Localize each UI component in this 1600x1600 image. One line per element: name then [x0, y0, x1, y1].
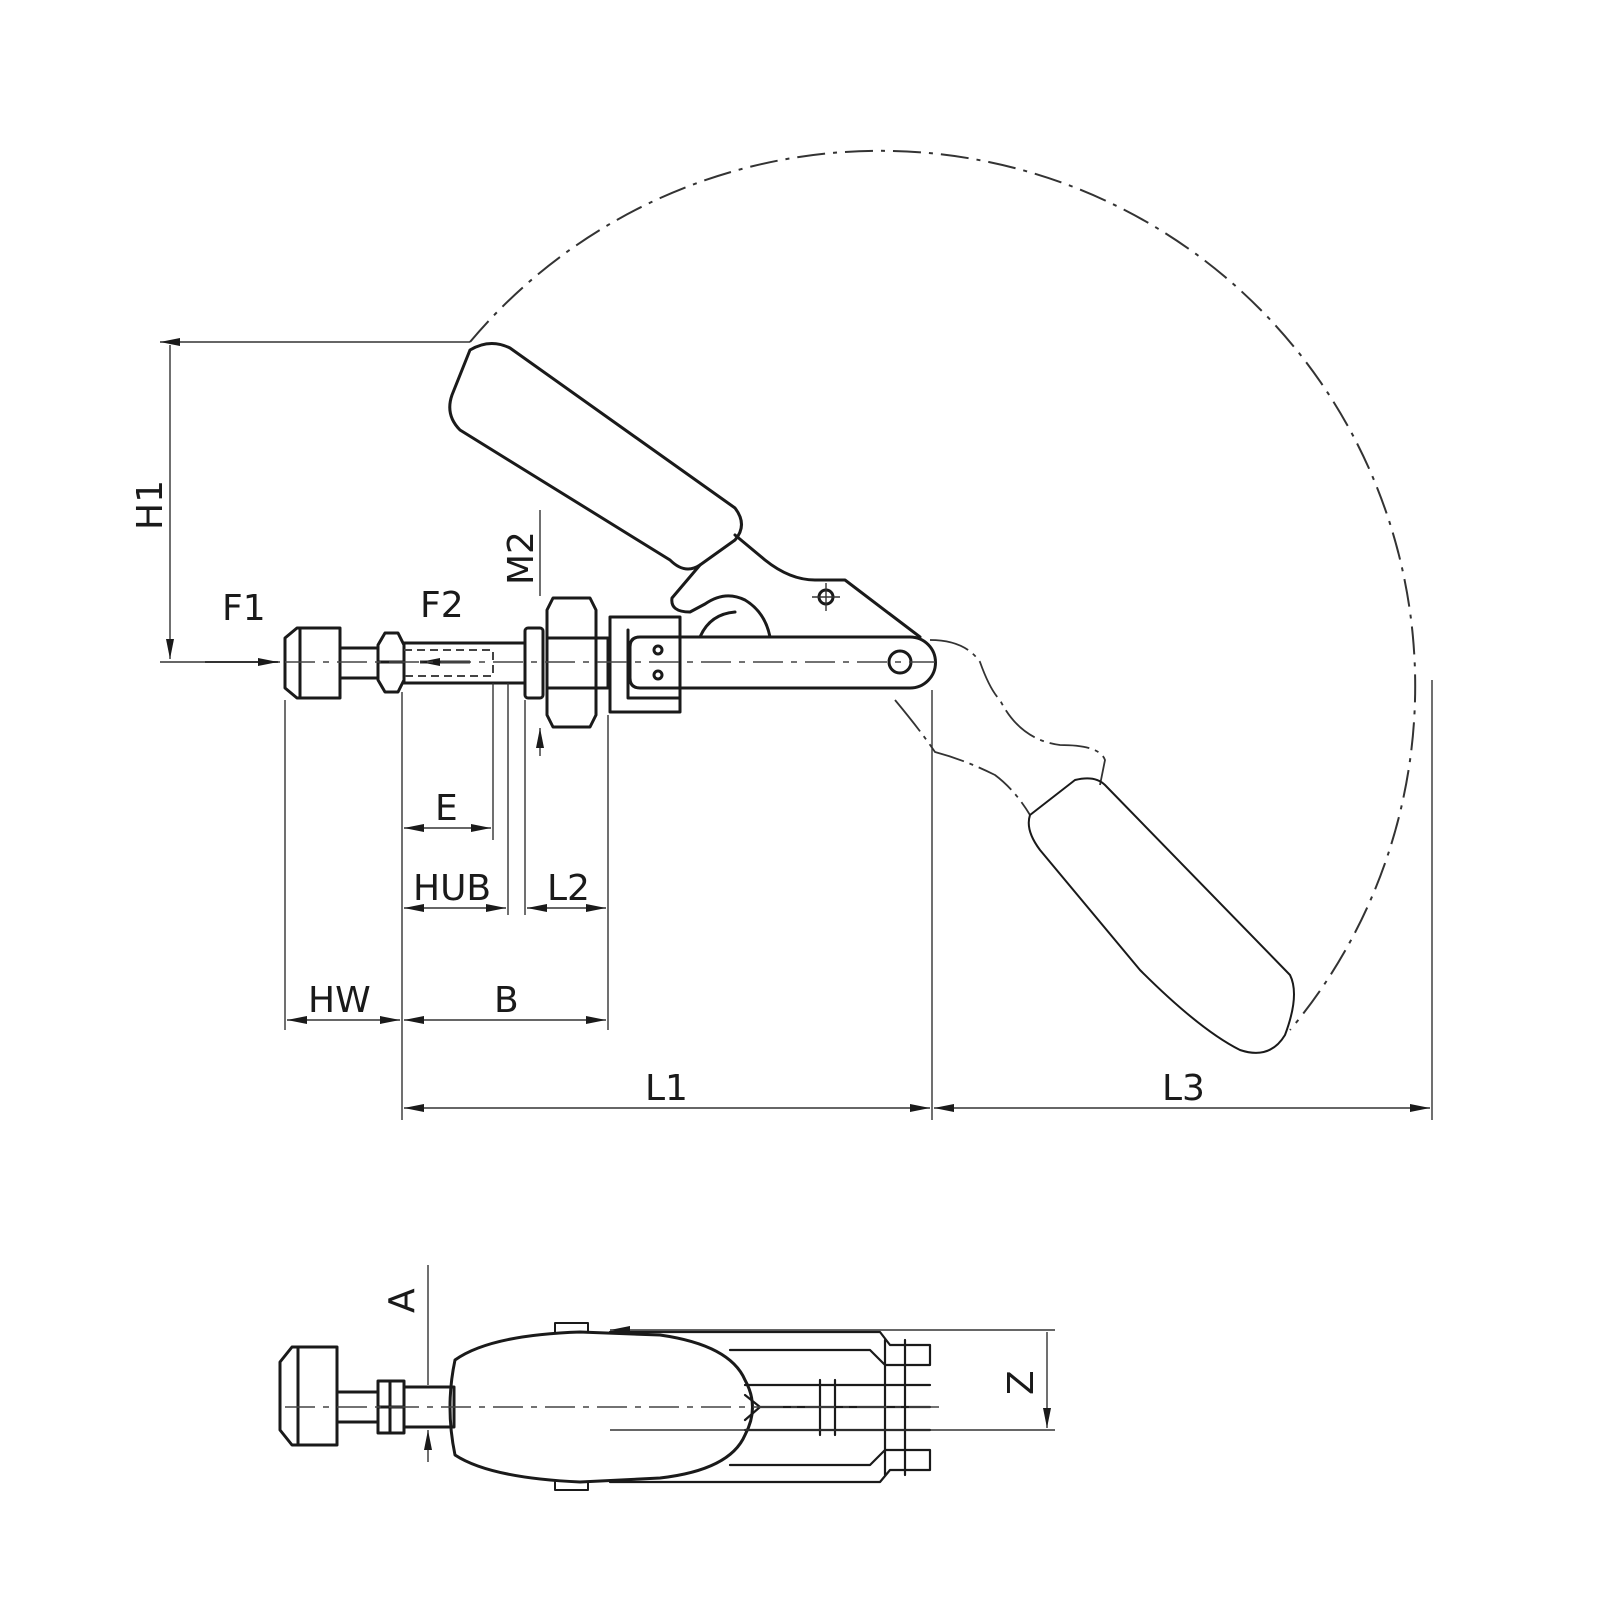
plunger-rod [338, 646, 380, 680]
handle-swing-arc [469, 149, 1417, 1031]
label-l2: L2 [547, 868, 590, 909]
bracket [608, 615, 682, 714]
rivet-hole [652, 669, 664, 681]
label-m2: M2 [501, 531, 542, 585]
handle-arm [733, 533, 922, 639]
spacer-ring [594, 636, 610, 690]
side-view [160, 342, 1433, 1120]
hex-nut [545, 596, 598, 729]
handle-link [670, 563, 772, 639]
label-a: A [382, 1288, 423, 1313]
handle-alt-grip [1027, 777, 1295, 1054]
label-z: Z [1001, 1370, 1042, 1395]
label-l1: L1 [645, 1068, 688, 1109]
label-hw: HW [308, 980, 371, 1021]
label-h1: H1 [130, 480, 171, 530]
label-f2: F2 [420, 585, 464, 626]
top-view [278, 1265, 1055, 1491]
stroke-hidden-line [404, 649, 494, 677]
label-hub: HUB [413, 868, 491, 909]
dimension-z [610, 1330, 1055, 1430]
pivot-mark [812, 583, 840, 611]
label-l3: L3 [1162, 1068, 1205, 1109]
label-e: E [435, 788, 458, 829]
link-lower [698, 610, 737, 639]
top-knob [278, 1345, 339, 1447]
flange [523, 626, 545, 700]
connecting-bar [628, 635, 937, 690]
plunger-knob [283, 626, 342, 700]
handle-alt-position [894, 639, 1106, 816]
label-b: B [494, 980, 519, 1021]
handle-grip [448, 342, 743, 571]
label-f1: F1 [222, 588, 266, 629]
rivet-hole [652, 644, 664, 656]
extension-lines [284, 680, 1433, 1120]
top-tab [554, 1322, 589, 1491]
